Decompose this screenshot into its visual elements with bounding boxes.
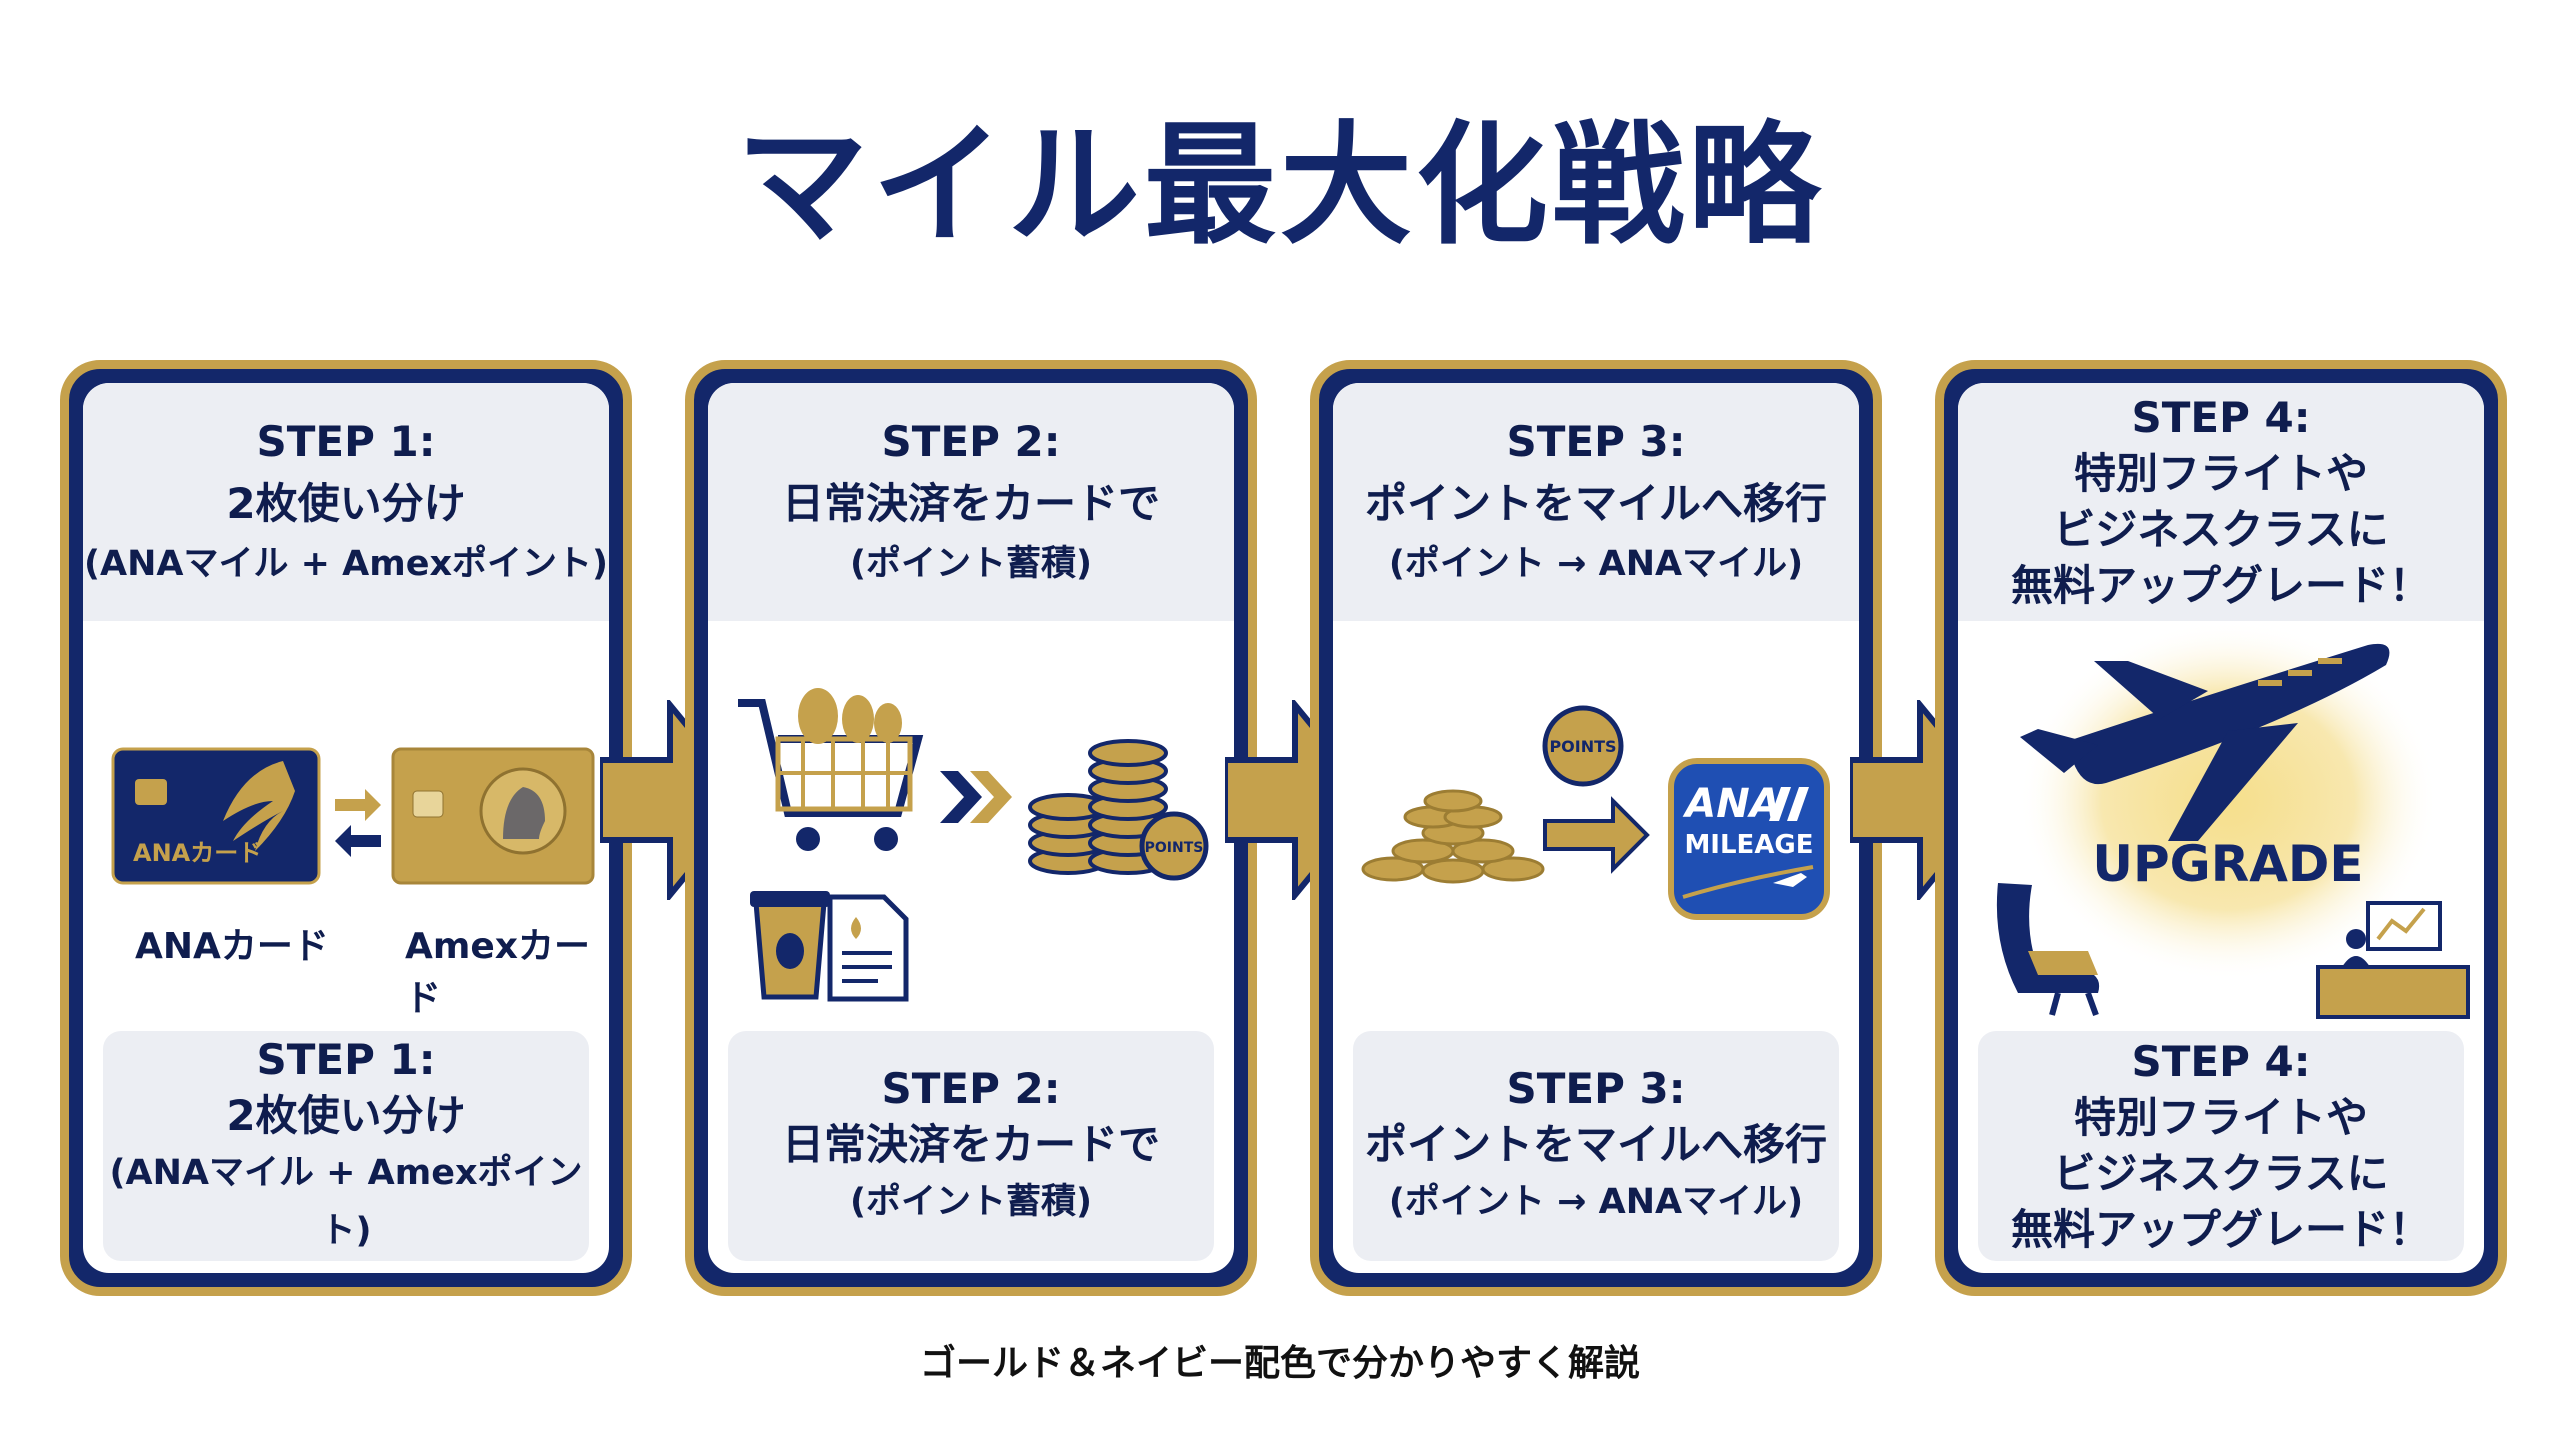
step-1-card: STEP 1: 2枚使い分け (ANAマイル + Amexポイント) ANAカー… (60, 360, 632, 1296)
coin-stack-icon: POINTS (1028, 739, 1209, 881)
ana-card-label: ANAカード (135, 926, 329, 967)
step-3-footer-label: STEP 3: (1506, 1064, 1686, 1113)
step-3-header: STEP 3: ポイントをマイルへ移行 (ポイント → ANAマイル) (1333, 383, 1859, 621)
chevrons-right-icon (940, 771, 1012, 823)
badge-bottom-text: MILEAGE (1684, 830, 1813, 860)
ana-card-text: ANAカード (133, 839, 262, 867)
step-2-footer: STEP 2: 日常決済をカードで (ポイント蓄積) (728, 1031, 1214, 1261)
step-1-illustration: ANAカード ANAカード Amexカード (83, 621, 609, 1021)
step-3-title: ポイントをマイルへ移行 (1364, 479, 1827, 528)
step-3-card: STEP 3: ポイントをマイルへ移行 (ポイント → ANAマイル) POIN… (1310, 360, 1882, 1296)
step-2-illustration: POINTS (708, 621, 1234, 1021)
coin-pile-icon (1361, 789, 1545, 884)
step-4-illustration: UPGRADE (1958, 621, 2484, 1021)
cards-exchange-icon: ANAカード (111, 747, 595, 885)
step-2-footer-label: STEP 2: (881, 1064, 1061, 1113)
step-2-title: 日常決済をカードで (781, 479, 1160, 528)
points-coin-text: POINTS (1145, 840, 1204, 856)
business-seat-icon (1996, 883, 2100, 1017)
step-2-header: STEP 2: 日常決済をカードで (ポイント蓄積) (708, 383, 1234, 621)
step-4-title-line-2: ビジネスクラスに (2053, 505, 2389, 554)
step-1-footer-title: 2枚使い分け (226, 1091, 466, 1140)
step-4-footer: STEP 4: 特別フライトや ビジネスクラスに 無料アップグレード！ (1978, 1031, 2464, 1261)
step-3-footer-title: ポイントをマイルへ移行 (1364, 1120, 1827, 1169)
step-1-footer-subtitle: (ANAマイル + Amexポイント) (109, 1153, 583, 1251)
footer-caption: ゴールド＆ネイビー配色で分かりやすく解説 (919, 1343, 1640, 1384)
shopping-cart-icon (738, 688, 924, 851)
workstation-icon (2316, 901, 2470, 1019)
step-4-title-line-1: 特別フライトや (2073, 449, 2368, 498)
step-2-card: STEP 2: 日常決済をカードで (ポイント蓄積) (685, 360, 1257, 1296)
step-4-label: STEP 4: (2131, 393, 2311, 442)
step-4-title-line-3: 無料アップグレード！ (2010, 561, 2431, 610)
badge-top-text: ANA (1682, 781, 1780, 827)
step-3-footer-subtitle: (ポイント → ANAマイル) (1388, 1182, 1804, 1222)
arrow-right-icon (1543, 796, 1650, 874)
upgrade-text: UPGRADE (2092, 835, 2363, 893)
step-2-footer-title: 日常決済をカードで (781, 1120, 1160, 1169)
step-4-card: STEP 4: 特別フライトや ビジネスクラスに 無料アップグレード！ (1935, 360, 2507, 1296)
page-title: マイル最大化戦略 (736, 109, 1824, 263)
airplane-icon (2020, 643, 2390, 841)
amex-card-label: Amexカード (405, 926, 591, 1019)
step-2-footer-subtitle: (ポイント蓄積) (850, 1182, 1092, 1222)
step-1-title: 2枚使い分け (226, 479, 466, 528)
step-4-footer-title-line-3: 無料アップグレード！ (2010, 1205, 2431, 1254)
step-4-footer-title-line-2: ビジネスクラスに (2053, 1149, 2389, 1198)
step-3-illustration: POINTS ANA MILEAGE (1333, 621, 1859, 1021)
step-3-subtitle: (ポイント → ANAマイル) (1388, 544, 1804, 584)
step-1-subtitle: (ANAマイル + Amexポイント) (83, 544, 609, 584)
points-coin-icon: POINTS (1542, 705, 1624, 787)
step-2-subtitle: (ポイント蓄積) (850, 544, 1092, 584)
step-2-label: STEP 2: (881, 417, 1061, 466)
step-3-footer: STEP 3: ポイントをマイルへ移行 (ポイント → ANAマイル) (1353, 1031, 1839, 1261)
points-coin-text: POINTS (1549, 737, 1616, 756)
step-1-header: STEP 1: 2枚使い分け (ANAマイル + Amexポイント) (83, 383, 609, 621)
coffee-cup-icon (750, 891, 830, 1000)
receipt-icon (827, 894, 909, 1002)
step-3-label: STEP 3: (1506, 417, 1686, 466)
ana-mileage-badge-icon: ANA MILEAGE (1668, 758, 1830, 920)
step-4-footer-title-line-1: 特別フライトや (2073, 1093, 2368, 1142)
step-1-label: STEP 1: (256, 417, 436, 466)
step-4-header: STEP 4: 特別フライトや ビジネスクラスに 無料アップグレード！ (1958, 383, 2484, 621)
step-4-footer-label: STEP 4: (2131, 1037, 2311, 1086)
step-1-footer: STEP 1: 2枚使い分け (ANAマイル + Amexポイント) (103, 1031, 589, 1261)
step-1-footer-label: STEP 1: (256, 1035, 436, 1084)
